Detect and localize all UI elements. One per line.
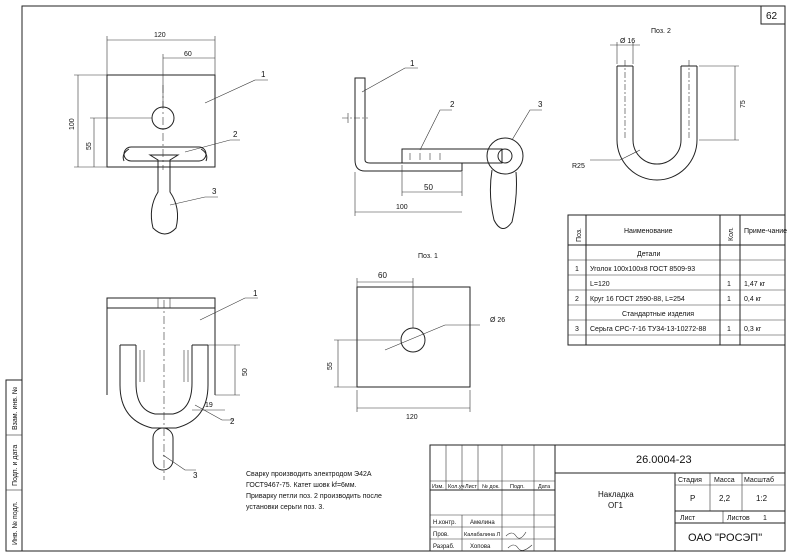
dim-pos1-120: 120 bbox=[406, 414, 418, 421]
spec-table bbox=[567, 214, 786, 346]
dim-pos2-d16: Ø 16 bbox=[620, 38, 635, 45]
note-line-1: Сварку производить электродом Э42А bbox=[246, 471, 372, 478]
change-col-doc: № док. bbox=[482, 484, 500, 490]
side-stamp-inv: Инв. № подл. bbox=[12, 501, 19, 545]
pos2-title: Поз. 2 bbox=[651, 28, 671, 35]
spec-row3-pos: 2 bbox=[575, 296, 579, 303]
callout-2a: 2 bbox=[233, 130, 238, 139]
spec-row3-note: 0,4 кг bbox=[744, 296, 762, 303]
title-scale-header: Масштаб bbox=[744, 476, 774, 484]
dim-pos2-r25: R25 bbox=[572, 163, 585, 170]
spec-row1-name: Уголок 100х100х8 ГОСТ 8509-93 bbox=[590, 266, 695, 273]
dim-left-55: 55 bbox=[86, 142, 93, 150]
dim-pos1-55: 55 bbox=[327, 362, 334, 370]
title-stage-header: Стадия bbox=[678, 477, 702, 484]
title-mass-header: Масса bbox=[714, 477, 735, 484]
person-name-1: Амелина bbox=[470, 520, 495, 526]
view-front-top bbox=[74, 36, 268, 235]
note-line-4: установки серьги поз. 3. bbox=[246, 504, 324, 511]
spec-row4-name: Серьга СРС-7-16 ТУ34-13-10272-88 bbox=[590, 326, 706, 333]
side-stamp: Инв. № подл. Подп. и дата Взам. инв. № bbox=[5, 379, 23, 552]
change-col-date: Дата bbox=[538, 484, 551, 490]
change-col-list: Лист bbox=[465, 484, 477, 490]
title-block bbox=[429, 444, 786, 552]
title-sheet-header: Лист bbox=[680, 515, 696, 522]
spec-section-standard: Стандартные изделия bbox=[622, 311, 694, 318]
side-stamp-replace: Взам. инв. № bbox=[12, 387, 19, 430]
spec-header-name: Наименование bbox=[624, 228, 673, 235]
callout-2b: 2 bbox=[450, 100, 455, 109]
spec-row2-note: 1,47 кг bbox=[744, 281, 766, 288]
callout-1a: 1 bbox=[261, 70, 266, 79]
title-stage: Р bbox=[690, 494, 695, 503]
spec-header-pos: Поз. bbox=[576, 228, 583, 242]
spec-header-note: Приме-чание bbox=[744, 228, 787, 235]
change-col-kol: Кол.уч bbox=[448, 484, 465, 490]
sheet-frame bbox=[21, 5, 786, 552]
view-pos1 bbox=[334, 278, 480, 412]
pos1-title: Поз. 1 bbox=[418, 253, 438, 260]
dim-top-60: 60 bbox=[184, 51, 192, 58]
callout-2c: 2 bbox=[230, 417, 235, 426]
spec-row4-qty: 1 bbox=[727, 326, 731, 333]
dim-side-100: 100 bbox=[396, 204, 408, 211]
person-role-1: Н.контр. bbox=[433, 520, 456, 526]
dim-left-100: 100 bbox=[69, 118, 76, 130]
title-scale: 1:2 bbox=[756, 494, 768, 503]
note-line-2: ГОСТ9467-75. Катет шовк kf=6мм. bbox=[246, 482, 357, 489]
note-line-3: Приварку петли поз. 2 производить после bbox=[246, 493, 382, 500]
sheet-number-box bbox=[760, 5, 786, 25]
sheet-number: 62 bbox=[766, 11, 778, 22]
spec-row4-pos: 3 bbox=[575, 326, 579, 333]
title-sheets-header: Листов bbox=[727, 515, 750, 522]
callout-3b: 3 bbox=[538, 100, 543, 109]
spec-row1-pos: 1 bbox=[575, 266, 579, 273]
callout-1b: 1 bbox=[410, 59, 415, 68]
dim-top-120: 120 bbox=[154, 32, 166, 39]
spec-row2-qty: 1 bbox=[727, 281, 731, 288]
dim-side-50: 50 bbox=[424, 183, 433, 192]
view-front-bottom bbox=[106, 297, 258, 480]
spec-row4-note: 0,3 кг bbox=[744, 326, 762, 333]
change-col-sign: Подп. bbox=[510, 484, 525, 490]
view-side bbox=[342, 67, 542, 229]
spec-row3-name: Круг 16 ГОСТ 2590-88, L=254 bbox=[590, 296, 685, 303]
person-role-3: Разраб. bbox=[433, 544, 455, 550]
title-mass: 2,2 bbox=[719, 494, 731, 503]
dim-pos2-75: 75 bbox=[740, 100, 747, 108]
spec-row2-name: L=120 bbox=[590, 281, 610, 288]
callout-3c: 3 bbox=[193, 471, 198, 480]
title-name-2: ОГ1 bbox=[608, 501, 624, 510]
title-sheets: 1 bbox=[763, 515, 767, 522]
spec-row3-qty: 1 bbox=[727, 296, 731, 303]
callout-3a: 3 bbox=[212, 187, 217, 196]
title-code: 26.0004-23 bbox=[636, 454, 692, 466]
dim-pos1-d26: Ø 26 bbox=[490, 317, 505, 324]
change-col-izm: Изм. bbox=[432, 484, 444, 490]
person-name-3: Хопова bbox=[470, 544, 491, 550]
title-org: ОАО "РОСЭП" bbox=[688, 532, 762, 544]
dim-pos1-60: 60 bbox=[378, 271, 387, 280]
person-name-2: Калабалина Л bbox=[464, 532, 501, 538]
side-stamp-sign: Подп. и дата bbox=[12, 445, 19, 486]
view-pos2 bbox=[590, 42, 739, 181]
callout-1c: 1 bbox=[253, 289, 258, 298]
spec-section-details: Детали bbox=[637, 251, 661, 258]
title-name-1: Накладка bbox=[598, 490, 634, 499]
person-role-2: Пров. bbox=[433, 532, 449, 538]
spec-header-qty: Кол. bbox=[728, 227, 735, 241]
dim-bottom-50: 50 bbox=[242, 368, 249, 376]
dim-bottom-19: 19 bbox=[205, 402, 213, 409]
